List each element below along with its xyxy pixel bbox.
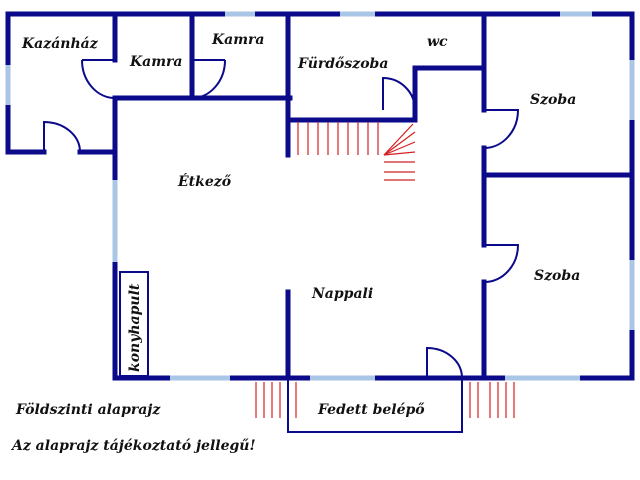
door-room-1 bbox=[483, 109, 520, 149]
label-dining: Étkező bbox=[177, 172, 232, 190]
label-room-1: Szoba bbox=[530, 92, 576, 108]
label-room-2: Szoba bbox=[534, 268, 580, 284]
door-pantry-2 bbox=[191, 59, 226, 99]
doors bbox=[43, 59, 520, 379]
label-pantry-1: Kamra bbox=[129, 54, 183, 70]
label-bathroom: Fürdőszoba bbox=[297, 56, 388, 72]
door-entry bbox=[426, 346, 463, 379]
label-wc: wc bbox=[427, 34, 448, 50]
door-pantry-1 bbox=[81, 59, 116, 99]
door-boiler bbox=[43, 120, 81, 153]
door-wc bbox=[382, 76, 416, 111]
label-porch: Fedett belépő bbox=[317, 402, 425, 418]
room-labels: Kazánház Kamra Kamra Fürdőszoba wc Szoba… bbox=[21, 32, 580, 418]
label-living: Nappali bbox=[311, 286, 373, 302]
windows bbox=[5, 11, 635, 381]
walls bbox=[5, 11, 635, 433]
stairs bbox=[255, 122, 515, 418]
plan-title: Földszinti alaprajz bbox=[15, 402, 161, 418]
label-pantry-2: Kamra bbox=[211, 32, 265, 48]
plan-disclaimer: Az alaprajz tájékoztató jellegű! bbox=[10, 438, 256, 454]
door-room-2 bbox=[483, 244, 520, 283]
label-counter: konyhapult bbox=[127, 283, 143, 372]
notes: Földszinti alaprajz Az alaprajz tájékozt… bbox=[10, 402, 256, 454]
label-boiler-room: Kazánház bbox=[21, 36, 99, 52]
